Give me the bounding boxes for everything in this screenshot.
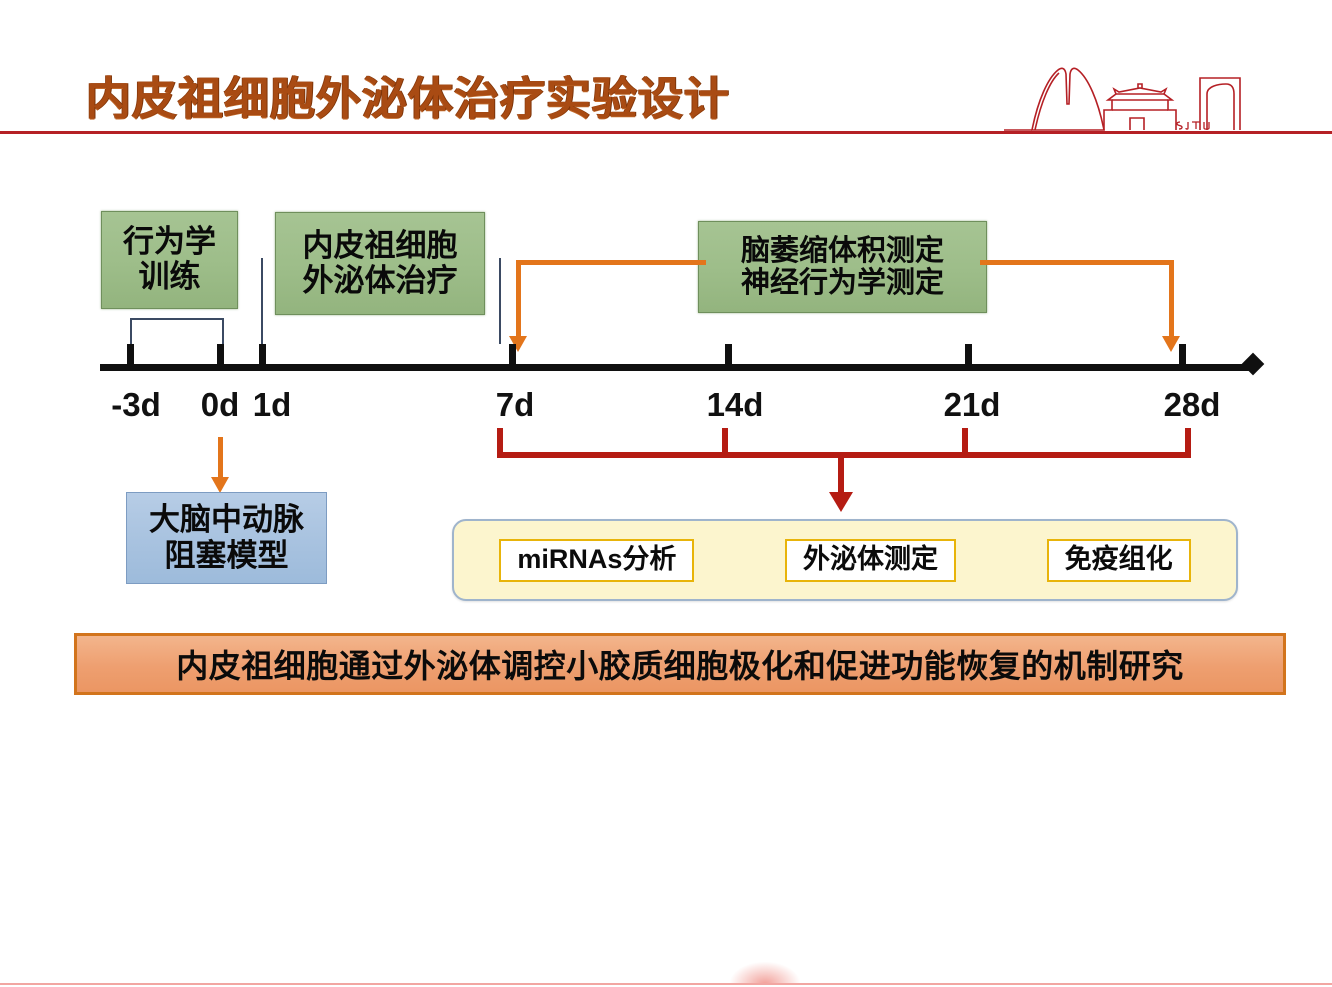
timeline-tick bbox=[965, 344, 972, 366]
timeline-label-minus3d: -3d bbox=[111, 386, 161, 423]
timeline-tick bbox=[509, 344, 516, 366]
connector-0d-to-mcao-arrow-icon bbox=[211, 477, 229, 493]
footer-decoration bbox=[730, 962, 800, 984]
bracket-sampling-stub-14d bbox=[722, 428, 728, 456]
bracket-sampling-horizontal bbox=[497, 452, 1191, 458]
bracket-treatment-start-line bbox=[261, 258, 263, 344]
bracket-sampling-to-assays-arrow-icon bbox=[829, 492, 853, 512]
timeline-label-14d: 14d bbox=[706, 386, 764, 423]
box-behavior-training-line-1: 行为学 bbox=[123, 224, 216, 260]
bracket-sampling-stub-7d bbox=[497, 428, 503, 456]
timeline-label-7d: 7d bbox=[495, 386, 535, 423]
box-epc-exosome-treatment-line-2: 外泌体治疗 bbox=[302, 262, 458, 298]
box-epc-exosome-treatment: 内皮祖细胞 外泌体治疗 bbox=[275, 212, 485, 315]
connector-outcome-to-28d-arrow-icon bbox=[1162, 336, 1180, 352]
bracket-sampling-stub-28d bbox=[1185, 428, 1191, 456]
assay-item-exosome[interactable]: 外泌体测定 bbox=[785, 538, 957, 582]
box-outcome-measures-line-1: 脑萎缩体积测定 bbox=[740, 234, 944, 267]
assay-item-mirnas[interactable]: miRNAs分析 bbox=[499, 538, 695, 582]
timeline-label-21d: 21d bbox=[943, 386, 1001, 423]
timeline-label-1d: 1d bbox=[252, 386, 292, 423]
conclusion-text: 内皮祖细胞通过外泌体调控小胶质细胞极化和促进功能恢复的机制研究 bbox=[176, 648, 1184, 684]
box-outcome-measures: 脑萎缩体积测定 神经行为学测定 bbox=[698, 221, 987, 313]
page-title: 内皮祖细胞外泌体治疗实验设计 bbox=[86, 73, 731, 124]
connector-outcome-to-7d-horizontal bbox=[516, 260, 706, 265]
bracket-sampling-to-assays-vertical bbox=[838, 456, 844, 494]
box-epc-exosome-treatment-line-1: 内皮祖细胞 bbox=[302, 227, 458, 263]
connector-outcome-to-28d-vertical bbox=[1169, 260, 1174, 338]
slide-header: 内皮祖细胞外泌体治疗实验设计 bbox=[0, 0, 1332, 140]
timeline-axis bbox=[100, 364, 1250, 371]
timeline-tick bbox=[217, 344, 224, 366]
bracket-behavior-training-period bbox=[130, 318, 224, 346]
sjtu-skyline-logo bbox=[1004, 48, 1244, 133]
timeline-tick bbox=[725, 344, 732, 366]
box-mcao-model: 大脑中动脉 阻塞模型 bbox=[126, 492, 327, 584]
box-mcao-model-line-1: 大脑中动脉 bbox=[149, 502, 304, 538]
connector-0d-to-mcao-vertical bbox=[218, 437, 223, 479]
timeline-tick bbox=[259, 344, 266, 366]
header-divider bbox=[0, 131, 1332, 134]
connector-outcome-to-28d-horizontal bbox=[980, 260, 1174, 265]
box-mcao-model-line-2: 阻塞模型 bbox=[164, 538, 289, 573]
timeline-end-diamond-icon bbox=[1241, 352, 1265, 376]
assay-panel: miRNAs分析 外泌体测定 免疫组化 bbox=[452, 519, 1238, 601]
timeline-label-0d: 0d bbox=[200, 386, 240, 423]
connector-outcome-to-7d-vertical bbox=[516, 260, 521, 338]
box-behavior-training-line-2: 训练 bbox=[138, 259, 201, 294]
bracket-sampling-stub-21d bbox=[962, 428, 968, 456]
timeline-tick bbox=[1179, 344, 1186, 366]
timeline-tick bbox=[127, 344, 134, 366]
box-outcome-measures-line-2: 神经行为学测定 bbox=[740, 267, 944, 299]
footer-divider bbox=[0, 983, 1332, 985]
box-behavior-training: 行为学 训练 bbox=[101, 211, 238, 309]
conclusion-banner: 内皮祖细胞通过外泌体调控小胶质细胞极化和促进功能恢复的机制研究 bbox=[74, 633, 1286, 695]
bracket-treatment-end-line bbox=[499, 258, 501, 344]
assay-item-ihc[interactable]: 免疫组化 bbox=[1046, 538, 1191, 582]
timeline-label-28d: 28d bbox=[1163, 386, 1221, 423]
